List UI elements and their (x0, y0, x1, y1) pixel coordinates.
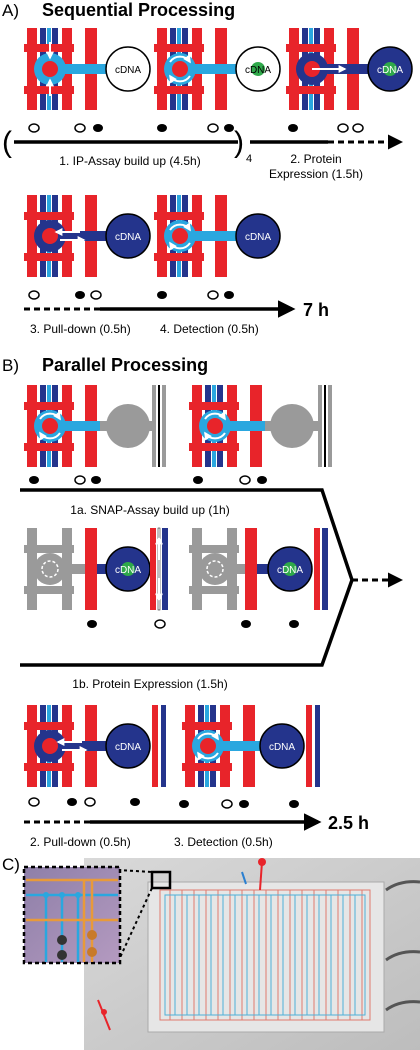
step-3-label: 3. Pull-down (0.5h) (30, 322, 131, 336)
panel-b: B) Parallel Processing (2, 355, 403, 849)
cdna-label: cDNA (269, 742, 295, 753)
step-3-label: 3. Detection (0.5h) (174, 835, 273, 849)
assay-unit-b2 (189, 385, 332, 467)
cdna-label: cDNA (377, 65, 403, 76)
total-time-a: 7 h (303, 300, 329, 320)
cdna-label: cDNA (115, 565, 141, 576)
panel-b-letter: B) (2, 356, 19, 375)
panel-a-title: Sequential Processing (42, 0, 235, 20)
assay-unit-b6: cDNA (182, 705, 320, 787)
chip-photo (84, 858, 420, 1050)
valve-indicators-b3 (28, 797, 299, 809)
tubing-pins (97, 858, 420, 1031)
cdna-label: cDNA (245, 232, 271, 243)
panel-c: C) (2, 855, 420, 1050)
parallel-bracket: 1a. SNAP-Assay build up (1h) 1b. Protein… (20, 488, 403, 691)
valve-indicators-row1 (28, 123, 364, 133)
zoom-region (150, 870, 172, 890)
step-2-label-line1: 2. Protein (290, 152, 341, 166)
repeat-count: 4 (246, 153, 252, 165)
control-lines (159, 889, 371, 1021)
step-2-label: 2. Pull-down (0.5h) (30, 835, 131, 849)
assay-unit-a5: cDNA (154, 195, 281, 277)
flow-lines (164, 894, 366, 1016)
assay-unit-a3: cDNA (286, 28, 413, 110)
svg-text:): ) (234, 126, 244, 159)
cdna-label: cDNA (277, 565, 303, 576)
valve-indicators-b2 (87, 619, 299, 629)
cdna-label: cDNA (245, 65, 271, 76)
step-1b-label: 1b. Protein Expression (1.5h) (72, 677, 227, 691)
timeline-a1: ( ) 4 1. IP-Assay build up (4.5h) 2. Pro… (2, 126, 403, 181)
panel-a-letter: A) (2, 1, 19, 20)
svg-text:(: ( (2, 126, 12, 159)
panel-b-title: Parallel Processing (42, 355, 208, 375)
assay-unit-b4: cDNA (189, 528, 328, 610)
step-1a-label: 1a. SNAP-Assay build up (1h) (70, 503, 229, 517)
assay-unit-a2: cDNA (154, 28, 281, 110)
valve-indicators-row2 (28, 290, 234, 300)
cdna-label: cDNA (115, 65, 141, 76)
assay-unit-a1: cDNA (24, 28, 151, 110)
cdna-label: cDNA (115, 232, 141, 243)
timeline-a2: 7 h 3. Pull-down (0.5h) 4. Detection (0.… (24, 300, 329, 336)
step-1-label: 1. IP-Assay build up (4.5h) (59, 154, 200, 168)
cdna-label: cDNA (115, 742, 141, 753)
step-4-label: 4. Detection (0.5h) (160, 322, 259, 336)
valve-indicators-b1 (29, 475, 267, 485)
step-2-label-line2: Expression (1.5h) (269, 167, 363, 181)
panel-c-letter: C) (2, 855, 20, 874)
assay-unit-a4: cDNA (24, 195, 151, 277)
assay-unit-b3: cDNA (24, 527, 168, 611)
timeline-b: 2.5 h 2. Pull-down (0.5h) 3. Detection (… (24, 813, 369, 849)
total-time-b: 2.5 h (328, 813, 369, 833)
zoom-inset (22, 865, 122, 965)
assay-unit-b1 (24, 385, 166, 467)
panel-a: A) Sequential Processing cDNA (2, 0, 413, 336)
assay-unit-b5: cDNA (24, 705, 166, 787)
